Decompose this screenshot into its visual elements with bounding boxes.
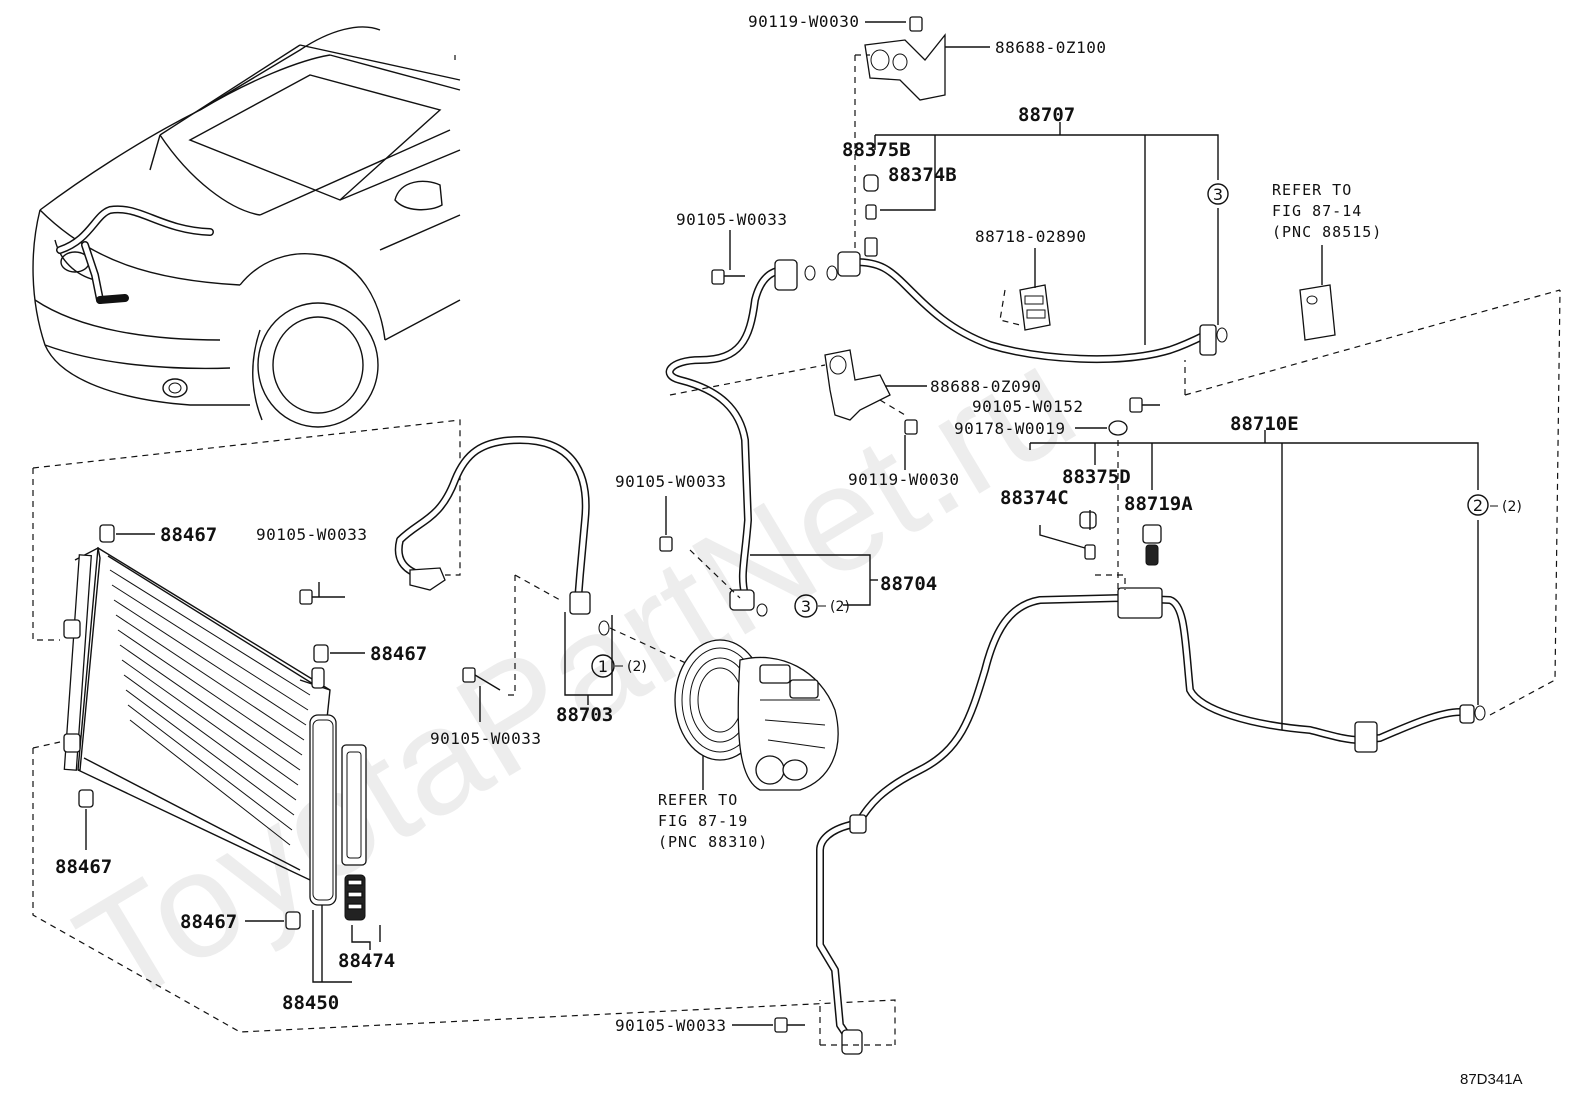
diagram-code: 87D341A xyxy=(1460,1071,1523,1088)
nut-90178-W0019 xyxy=(1075,420,1128,436)
callout-3-top-number: 3 xyxy=(1213,185,1223,204)
cooler-pipe-88710E xyxy=(816,511,1486,1055)
cooler-pipe-88707 xyxy=(826,174,1228,364)
label-88688-0Z100: 88688-0Z100 xyxy=(995,38,1106,57)
callout-1-qty: (2) xyxy=(627,659,647,675)
callout-2-right-number: 2 xyxy=(1473,496,1483,515)
cushion-88467-a xyxy=(99,524,155,543)
clamp-88718-02890 xyxy=(1019,248,1051,331)
label-88718-02890: 88718-02890 xyxy=(975,227,1086,246)
label-88704: 88704 xyxy=(880,573,937,595)
label-88450: 88450 xyxy=(282,992,339,1014)
label-88703: 88703 xyxy=(556,704,613,726)
label-88375D: 88375D xyxy=(1062,466,1131,488)
compressor-illustration xyxy=(674,639,839,791)
label-88710E: 88710E xyxy=(1230,413,1299,435)
label-90105-W0033-d: 90105-W0033 xyxy=(430,729,541,748)
bolt-90105-bottom xyxy=(732,1017,805,1033)
label-88375B: 88375B xyxy=(842,139,911,161)
bracket-88688-0Z100 xyxy=(864,16,990,101)
ref-valve-line-3: (PNC 88515) xyxy=(1272,223,1382,241)
callout-2-right: 2 (2) xyxy=(1467,494,1522,516)
callout-3-mid-number: 3 xyxy=(801,597,811,616)
ref-compressor-line-1: REFER TO xyxy=(658,791,738,809)
callout-1: 1 (2) xyxy=(591,654,647,678)
label-88467-b: 88467 xyxy=(370,643,427,665)
cushion-88467-c xyxy=(78,789,94,850)
cushion-88467-b xyxy=(313,644,365,663)
label-88688-0Z090: 88688-0Z090 xyxy=(930,377,1041,396)
label-88467-c: 88467 xyxy=(55,856,112,878)
callout-1-number: 1 xyxy=(598,657,608,676)
cushion-88467-d xyxy=(245,911,301,930)
label-90119-W0030-mid: 90119-W0030 xyxy=(848,470,959,489)
vehicle-front-illustration xyxy=(32,26,461,428)
discharge-hose-88703 xyxy=(394,436,610,636)
expansion-valve xyxy=(1299,245,1336,341)
label-90105-W0033-c: 90105-W0033 xyxy=(256,525,367,544)
label-88467-d: 88467 xyxy=(180,911,237,933)
callout-3-mid: 3 (2) xyxy=(794,594,850,618)
label-88719A: 88719A xyxy=(1124,493,1193,515)
condenser-assembly-88450 xyxy=(63,546,367,921)
bolt-90105-88704 xyxy=(659,496,673,552)
label-90178-W0019: 90178-W0019 xyxy=(954,419,1065,438)
label-88474: 88474 xyxy=(338,950,395,972)
bolt-90105-88703 xyxy=(462,667,501,722)
ref-compressor-line-2: FIG 87-19 xyxy=(658,812,748,830)
label-90105-W0033-b: 90105-W0033 xyxy=(615,472,726,491)
bolt-90105-suction xyxy=(711,230,745,285)
ref-valve-line-1: REFER TO xyxy=(1272,181,1352,199)
ref-valve-line-2: FIG 87-14 xyxy=(1272,202,1362,220)
bracket-88688-0Z090 xyxy=(824,349,927,470)
label-90105-W0033-e: 90105-W0033 xyxy=(615,1016,726,1035)
label-88467-a: 88467 xyxy=(160,524,217,546)
label-90105-W0152: 90105-W0152 xyxy=(972,397,1083,416)
suction-hose-88704 xyxy=(665,259,816,617)
callout-3-mid-qty: (2) xyxy=(830,599,850,615)
bolt-90105-W0152 xyxy=(1129,397,1160,413)
label-90119-W0030-top: 90119-W0030 xyxy=(748,12,859,31)
callout-2-right-qty: (2) xyxy=(1502,499,1522,515)
callout-3-top: 3 xyxy=(1207,183,1229,205)
label-88374C: 88374C xyxy=(1000,487,1069,509)
label-88374B: 88374B xyxy=(888,164,957,186)
bolt-90105-condenser xyxy=(299,582,345,605)
label-90105-W0033-a: 90105-W0033 xyxy=(676,210,787,229)
ref-compressor-line-3: (PNC 88310) xyxy=(658,833,768,851)
label-88707: 88707 xyxy=(1018,104,1075,126)
